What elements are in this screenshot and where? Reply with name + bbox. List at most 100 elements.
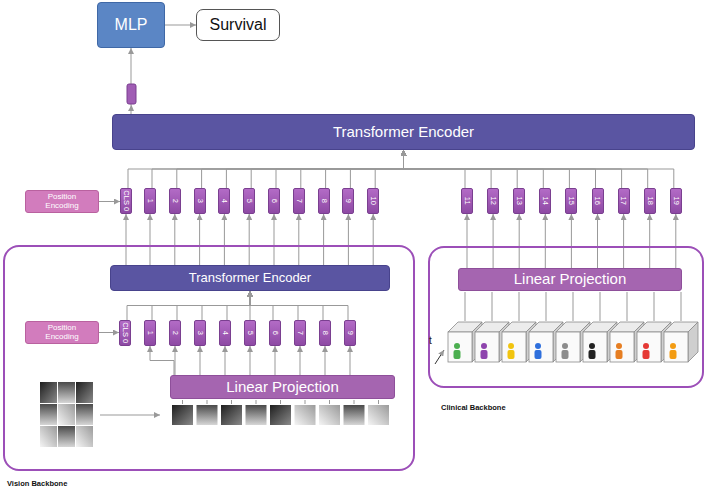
xray-grid xyxy=(40,382,93,447)
xray-grid xyxy=(58,404,75,425)
connector xyxy=(350,346,351,375)
connector xyxy=(202,291,250,320)
pooled-token xyxy=(128,105,134,111)
node-text: 6 xyxy=(270,199,278,203)
node-text: CLS 0 xyxy=(122,191,130,212)
patch-links xyxy=(231,400,232,404)
node-text: 7 xyxy=(296,331,304,335)
connector xyxy=(250,346,251,375)
patient-icons xyxy=(562,343,568,349)
node-text: 9 xyxy=(345,199,353,203)
step-links xyxy=(465,292,681,321)
connector xyxy=(275,346,276,375)
patient-icons xyxy=(643,350,650,359)
patch-links xyxy=(256,400,257,404)
connector xyxy=(202,150,404,188)
connector xyxy=(226,150,403,188)
connector xyxy=(298,214,299,265)
node-text: 8 xyxy=(320,199,328,203)
pooled-token xyxy=(127,84,136,104)
step-links xyxy=(465,292,466,321)
node-text: 3 xyxy=(196,199,204,203)
token-box: 10 xyxy=(367,188,379,214)
connector xyxy=(177,150,404,188)
patient-icons xyxy=(454,343,677,359)
token-box: 4 xyxy=(219,320,231,346)
token-box: 8 xyxy=(318,188,330,214)
image-patches xyxy=(295,405,316,425)
step-links xyxy=(627,292,628,321)
token-box: 7 xyxy=(294,320,306,346)
xray-grid xyxy=(76,426,93,447)
node-text: Clinical Backbone xyxy=(441,404,506,412)
token-box: 14 xyxy=(539,188,551,214)
image-patches xyxy=(172,405,389,425)
token-box: 3 xyxy=(194,188,206,214)
token-box: 7 xyxy=(293,188,305,214)
connector xyxy=(274,214,275,265)
patient-icons xyxy=(508,343,514,349)
connector xyxy=(128,150,404,188)
image-patches xyxy=(368,405,389,425)
node-text: CLS 0 xyxy=(121,323,129,344)
connector xyxy=(571,214,572,268)
xray-grid xyxy=(76,404,93,425)
step-links xyxy=(546,292,547,321)
connector xyxy=(323,214,324,265)
connector xyxy=(301,150,404,188)
patient-icons xyxy=(508,350,515,359)
connector xyxy=(177,291,250,320)
patch-links xyxy=(378,400,379,404)
node-text: Linear Projection xyxy=(514,271,627,288)
node-text: 10 xyxy=(369,197,377,205)
node-text: 4 xyxy=(221,331,229,335)
position-encoding-box: Position Encoding xyxy=(25,321,99,344)
time-step-cubes xyxy=(448,322,698,362)
node-text: 7 xyxy=(295,199,303,203)
connector xyxy=(251,150,403,188)
token-box: 19 xyxy=(670,188,682,214)
patient-icons xyxy=(589,350,596,359)
token-box: CLS 0 xyxy=(119,320,131,346)
token-box: 2 xyxy=(169,320,181,346)
patient-icons xyxy=(481,350,488,359)
connector xyxy=(545,214,546,268)
step-links xyxy=(519,292,520,321)
connector xyxy=(99,332,119,333)
pooled-token xyxy=(127,84,136,111)
mlp-box: MLP xyxy=(97,2,165,48)
connector xyxy=(225,346,226,375)
patch-links xyxy=(329,400,330,404)
connector xyxy=(326,150,404,188)
projection-bar: Linear Projection xyxy=(170,375,395,399)
token-box: 6 xyxy=(268,188,280,214)
token-box: 8 xyxy=(319,320,331,346)
node-text: 5 xyxy=(246,331,254,335)
token-box: 6 xyxy=(269,320,281,346)
image-patches xyxy=(172,405,193,425)
token-box: 11 xyxy=(461,188,473,214)
patient-icons xyxy=(454,350,461,359)
xray-grid xyxy=(76,382,93,403)
patient-icons xyxy=(535,350,542,359)
connector xyxy=(649,214,650,268)
connector xyxy=(99,201,120,202)
xray-grid xyxy=(58,426,75,447)
connector xyxy=(300,346,301,375)
token-box: 9 xyxy=(344,320,356,346)
connector xyxy=(165,25,196,26)
connector xyxy=(199,214,200,265)
connector xyxy=(675,214,676,268)
connector xyxy=(373,214,374,265)
encoder-bar: Transformer Encoder xyxy=(110,265,390,291)
node-text: Position Encoding xyxy=(31,193,93,211)
connector xyxy=(519,214,520,268)
projection-bar: Linear Projection xyxy=(458,268,682,291)
node-text: 2 xyxy=(171,331,179,335)
patch-links xyxy=(305,400,306,404)
connector xyxy=(152,291,250,320)
node-text: 18 xyxy=(646,197,654,205)
node-text: 14 xyxy=(542,197,550,205)
token-box: 1 xyxy=(144,188,156,214)
encoder-bar: Transformer Encoder xyxy=(112,114,695,150)
